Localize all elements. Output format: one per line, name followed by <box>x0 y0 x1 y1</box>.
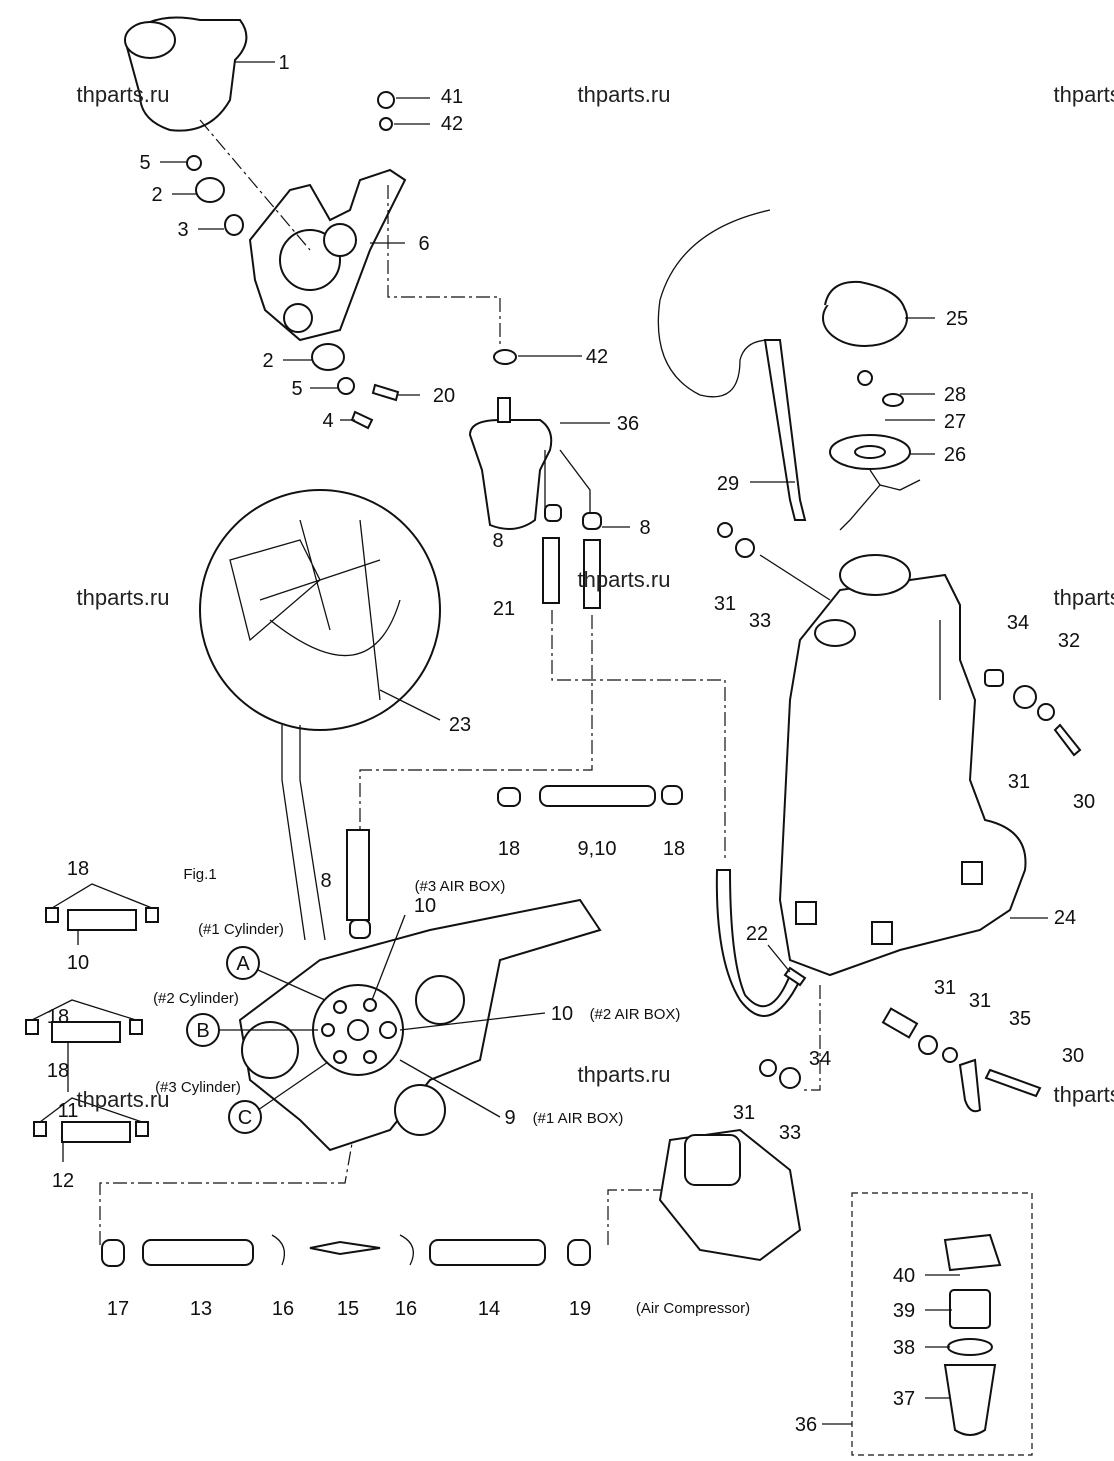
callout-label: 10 <box>551 1003 573 1025</box>
watermark-text: thparts.ru <box>77 585 170 610</box>
annotation-label: (#3 Cylinder) <box>155 1079 241 1096</box>
callout-label: 30 <box>1062 1045 1084 1067</box>
tank-cap <box>657 209 935 531</box>
callout-label: 24 <box>1054 907 1076 929</box>
watermark-text: thparts.ru <box>1054 82 1114 107</box>
watermark-text: thparts.ru <box>578 1062 671 1087</box>
callout-label: 40 <box>893 1265 915 1287</box>
watermark-text: thparts.ru <box>77 1087 170 1112</box>
callout-label: 25 <box>946 308 968 330</box>
callout-label: 33 <box>749 610 771 632</box>
watermark-text: thparts.ru <box>1054 1082 1114 1107</box>
callout-label: 23 <box>449 714 471 736</box>
callout-label: C <box>238 1107 252 1129</box>
callout-label: 8 <box>320 870 331 892</box>
callout-label: 28 <box>944 384 966 406</box>
figure-label: Fig.1 <box>183 866 216 883</box>
callout-label: 29 <box>717 473 739 495</box>
callout-label: 15 <box>337 1298 359 1320</box>
annotation-label: (#2 AIR BOX) <box>590 1006 681 1023</box>
annotation-label: (#1 Cylinder) <box>198 921 284 938</box>
callout-label: 27 <box>944 411 966 433</box>
callout-label: 18 <box>47 1060 69 1082</box>
callout-label: 2 <box>151 184 162 206</box>
callout-label: 31 <box>934 977 956 999</box>
callout-label: 18 <box>47 1006 69 1028</box>
fuel-filter <box>359 349 726 860</box>
inset-detail <box>199 489 441 941</box>
callout-label: 18 <box>663 838 685 860</box>
callout-label: A <box>236 953 250 975</box>
callout-label: 42 <box>441 113 463 135</box>
callout-label: 31 <box>733 1102 755 1124</box>
callout-label: 42 <box>586 346 608 368</box>
annotation-label: (#1 AIR BOX) <box>533 1110 624 1127</box>
callout-label: 8 <box>639 517 650 539</box>
callout-label: 10 <box>414 895 436 917</box>
callout-label: 31 <box>969 990 991 1012</box>
callout-label: 18 <box>67 858 89 880</box>
valve-assembly <box>123 16 501 430</box>
watermark-text: thparts.ru <box>77 82 170 107</box>
callout-label: 36 <box>795 1414 817 1436</box>
callout-label: 26 <box>944 444 966 466</box>
callout-label: 2 <box>262 350 273 372</box>
callout-label: 12 <box>52 1170 74 1192</box>
callout-label: 5 <box>139 152 150 174</box>
callout-label: 16 <box>395 1298 417 1320</box>
filter-kit-box <box>822 1192 1033 1456</box>
callout-label: 41 <box>441 86 463 108</box>
callout-label: 16 <box>272 1298 294 1320</box>
callout-label: 6 <box>418 233 429 255</box>
callout-label: 37 <box>893 1388 915 1410</box>
callout-label: 32 <box>1058 630 1080 652</box>
callout-label: 31 <box>1008 771 1030 793</box>
callout-label: 1 <box>278 52 289 74</box>
callout-label: 35 <box>1009 1008 1031 1030</box>
callout-label: 38 <box>893 1337 915 1359</box>
callout-label: 30 <box>1073 791 1095 813</box>
callout-label: 5 <box>291 378 302 400</box>
callout-label: 8 <box>492 530 503 552</box>
callout-label: 34 <box>1007 612 1029 634</box>
hose-row <box>99 785 802 1267</box>
callout-label: 18 <box>498 838 520 860</box>
callout-label: 14 <box>478 1298 500 1320</box>
callout-label: 4 <box>322 410 333 432</box>
manifold-plate <box>25 883 602 1162</box>
callout-label: 9 <box>504 1107 515 1129</box>
callout-label: 34 <box>809 1048 831 1070</box>
watermark-text: thparts.ru <box>578 82 671 107</box>
callout-label: 13 <box>190 1298 212 1320</box>
watermark-text: thparts.ru <box>1054 585 1114 610</box>
callout-label: 33 <box>779 1122 801 1144</box>
annotation-label: (Air Compressor) <box>636 1300 750 1317</box>
callout-label: B <box>196 1020 209 1042</box>
callout-label: 31 <box>714 593 736 615</box>
callout-label: 9,10 <box>578 838 617 860</box>
callout-label: 39 <box>893 1300 915 1322</box>
callout-label: 19 <box>569 1298 591 1320</box>
annotation-label: (#3 AIR BOX) <box>415 878 506 895</box>
callout-label: 10 <box>67 952 89 974</box>
watermark-text: thparts.ru <box>578 567 671 592</box>
callout-label: 21 <box>493 598 515 620</box>
callout-label: 3 <box>177 219 188 241</box>
callout-label: 36 <box>617 413 639 435</box>
callout-label: 11 <box>58 1100 79 1122</box>
fuel-tank <box>715 522 1082 1113</box>
callout-label: 17 <box>107 1298 129 1320</box>
callout-label: 22 <box>746 923 768 945</box>
callout-label: 20 <box>433 385 455 407</box>
annotation-label: (#2 Cylinder) <box>153 990 239 1007</box>
